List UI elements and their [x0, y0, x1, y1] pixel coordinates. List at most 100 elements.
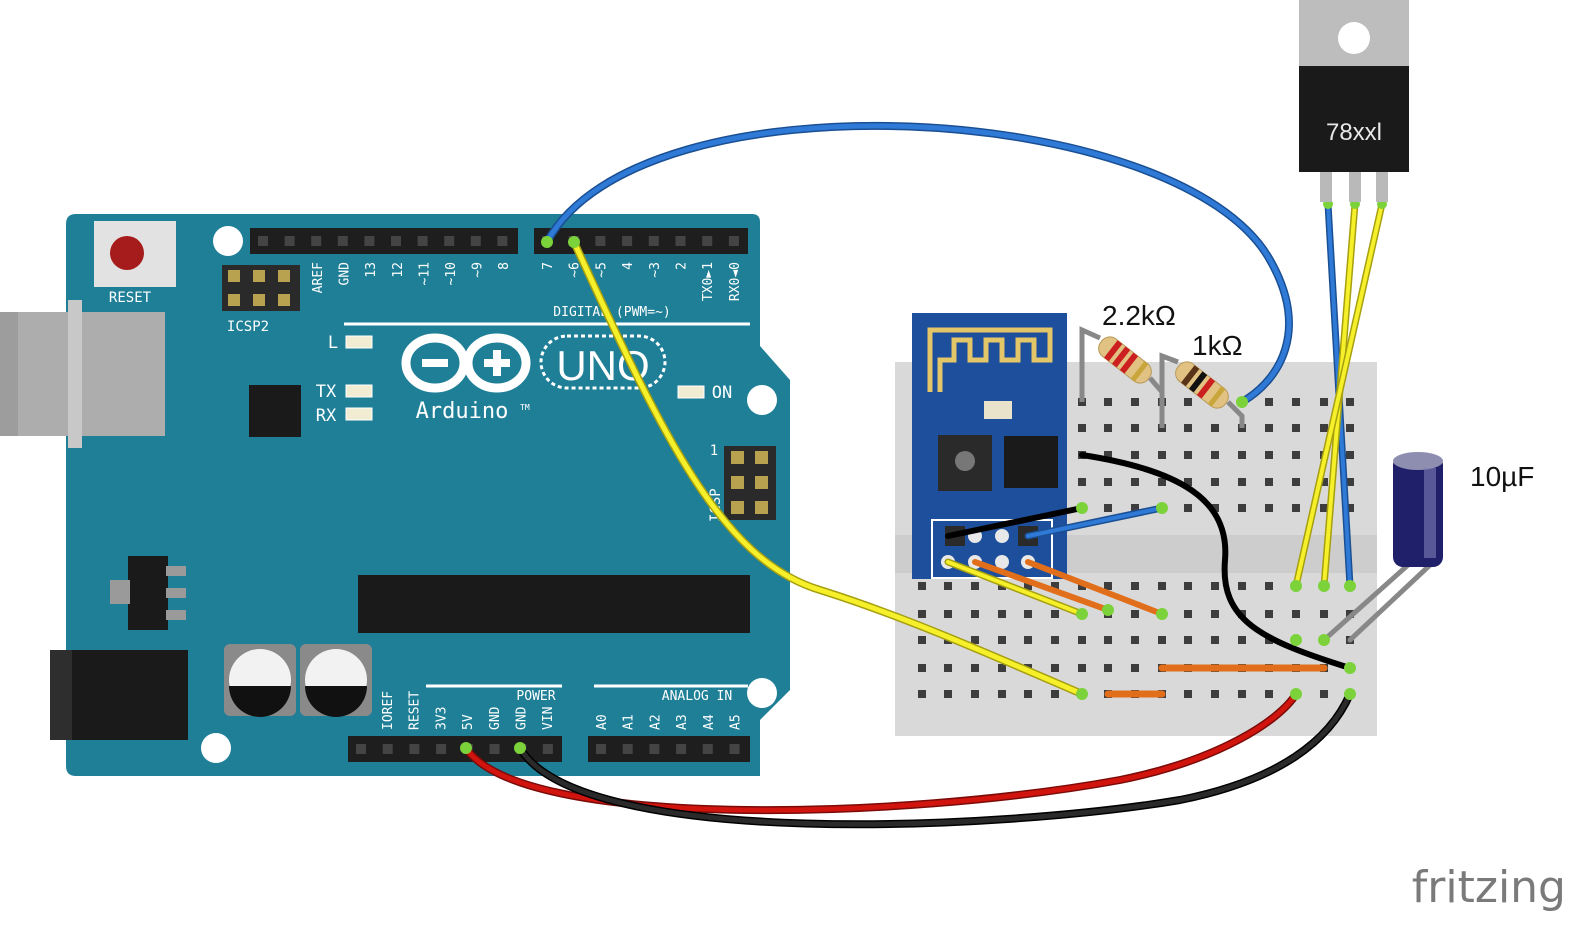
onboard-regulator: [128, 556, 168, 630]
esp8266-module: [912, 313, 1067, 579]
breadboard-hole: [1320, 398, 1328, 406]
breadboard-hole: [1184, 690, 1192, 698]
breadboard-hole: [1158, 451, 1166, 459]
capacitor-leg-2: [1347, 562, 1433, 643]
header-pin[interactable]: [337, 236, 348, 246]
pin-label: 5V: [461, 714, 476, 730]
breadboard-hole: [1238, 504, 1246, 512]
header-pin[interactable]: [702, 236, 713, 246]
header-pin[interactable]: [436, 744, 447, 754]
breadboard-hole: [1184, 504, 1192, 512]
breadboard-hole: [1024, 582, 1032, 590]
header-pin[interactable]: [470, 236, 481, 246]
esp-logo-icon: [955, 451, 975, 471]
analog-header: [588, 736, 750, 762]
breadboard-hole: [1238, 582, 1246, 590]
header-pin[interactable]: [676, 744, 687, 754]
pin-label: RESET: [408, 691, 423, 730]
wire-black-bb: [1079, 452, 1353, 671]
breadboard-hole: [1131, 478, 1139, 486]
onboard-capacitors: [224, 644, 372, 717]
pin-label: ~3: [648, 262, 663, 278]
breadboard-hole: [1211, 636, 1219, 644]
breadboard-hole: [1320, 424, 1328, 432]
header-pin[interactable]: [409, 744, 420, 754]
breadboard-hole: [971, 690, 979, 698]
header-pin[interactable]: [444, 236, 455, 246]
header-pin[interactable]: [489, 744, 500, 754]
wire-orange-esp-2: [1025, 559, 1165, 617]
breadboard-hole: [998, 636, 1006, 644]
pin-label: A2: [648, 714, 663, 730]
header-pin[interactable]: [258, 236, 268, 246]
fritzing-watermark: fritzing: [1412, 862, 1566, 913]
digital-header-label: DIGITAL (PWM=~): [553, 305, 670, 320]
breadboard-hole: [1184, 610, 1192, 618]
header-pin[interactable]: [622, 236, 633, 246]
pin-label: A1: [622, 714, 637, 730]
header-pin[interactable]: [649, 744, 660, 754]
atmega-chip: [358, 575, 750, 633]
header-pin[interactable]: [675, 236, 686, 246]
breadboard-hole: [1104, 636, 1112, 644]
breadboard-hole: [918, 636, 926, 644]
header-pin[interactable]: [728, 236, 739, 246]
icsp2-header: [222, 265, 300, 311]
arduino-uno-board: RESET ICSP2: [0, 214, 790, 776]
header-pin[interactable]: [417, 236, 428, 246]
breadboard-hole: [918, 582, 926, 590]
regulator-label: 78xxl: [1326, 119, 1382, 146]
board-leds: [345, 335, 705, 421]
header-pin[interactable]: [311, 236, 322, 246]
breadboard-hole: [1346, 398, 1354, 406]
breadboard-hole: [1346, 478, 1354, 486]
pin-label: AREF: [311, 262, 326, 293]
pin-label: A0: [595, 714, 610, 730]
breadboard-hole: [1051, 610, 1059, 618]
breadboard-hole: [1292, 478, 1300, 486]
breadboard-hole: [1292, 424, 1300, 432]
reset-button-cap[interactable]: [110, 236, 144, 270]
breadboard-hole: [1184, 636, 1192, 644]
header-pin[interactable]: [596, 744, 606, 754]
breadboard-hole: [918, 664, 926, 672]
header-pin[interactable]: [542, 744, 553, 754]
header-pin[interactable]: [595, 236, 606, 246]
breadboard-hole: [1265, 478, 1273, 486]
header-pin[interactable]: [497, 236, 508, 246]
breadboard-hole: [944, 582, 952, 590]
header-pin[interactable]: [284, 236, 295, 246]
header-pin[interactable]: [382, 744, 393, 754]
header-pin[interactable]: [702, 744, 713, 754]
header-pin[interactable]: [364, 236, 375, 246]
breadboard-hole: [1131, 398, 1139, 406]
header-pin[interactable]: [648, 236, 659, 246]
breadboard-hole: [971, 582, 979, 590]
wires: [462, 121, 1433, 829]
breadboard-hole: [918, 690, 926, 698]
pin-label: GND: [488, 706, 503, 730]
header-pin[interactable]: [622, 744, 633, 754]
header-pin[interactable]: [356, 744, 366, 754]
breadboard-hole: [1104, 424, 1112, 432]
pin-label: TX0►1: [701, 262, 716, 301]
led-on-label: ON: [712, 383, 732, 403]
usb-connector: [0, 312, 165, 436]
breadboard-hole: [1131, 504, 1139, 512]
breadboard-hole: [1131, 582, 1139, 590]
wire-orange-esp-1: [972, 559, 1111, 613]
header-pin[interactable]: [391, 236, 401, 246]
breadboard-hole: [944, 610, 952, 618]
breadboard-hole: [1131, 451, 1139, 459]
breadboard-hole: [1024, 636, 1032, 644]
pin-label: A3: [675, 714, 690, 730]
header-pin[interactable]: [729, 744, 740, 754]
breadboard-hole: [1104, 478, 1112, 486]
breadboard-hole: [1051, 636, 1059, 644]
breadboard-hole: [1320, 504, 1328, 512]
breadboard-hole: [1292, 504, 1300, 512]
icsp-pin1-label: 1: [710, 443, 718, 459]
breadboard-hole: [1104, 664, 1112, 672]
